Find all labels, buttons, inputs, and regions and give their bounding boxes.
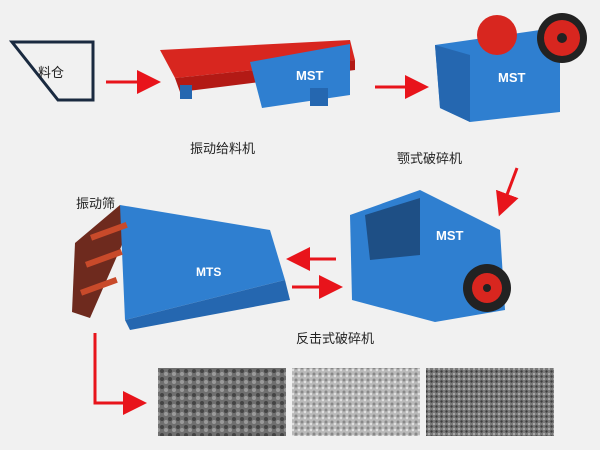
gravel-coarse-image [158, 368, 286, 436]
impact-crusher-label: 反击式破碎机 [296, 332, 375, 347]
hopper-label: 料仓 [38, 66, 65, 81]
feeder-label: 振动给料机 [190, 142, 256, 157]
impact-crusher-machine [350, 190, 511, 322]
arrow-screen-to-output [93, 333, 147, 415]
impact-logo: MST [436, 228, 464, 243]
arrow-jaw-to-impact [496, 167, 519, 217]
jaw-crusher-label: 颚式破碎机 [397, 152, 463, 167]
hopper-icon [8, 40, 95, 102]
gravel-fine-image [426, 368, 554, 436]
screen-logo: MTS [196, 265, 221, 279]
vibrating-feeder-machine [160, 40, 355, 108]
jaw-crusher-machine [435, 13, 587, 122]
feeder-logo: MST [296, 68, 324, 83]
gravel-medium-image [292, 368, 420, 436]
vibrating-screen-machine [72, 205, 290, 330]
screen-label: 振动筛 [76, 197, 116, 212]
jaw-logo: MST [498, 70, 526, 85]
